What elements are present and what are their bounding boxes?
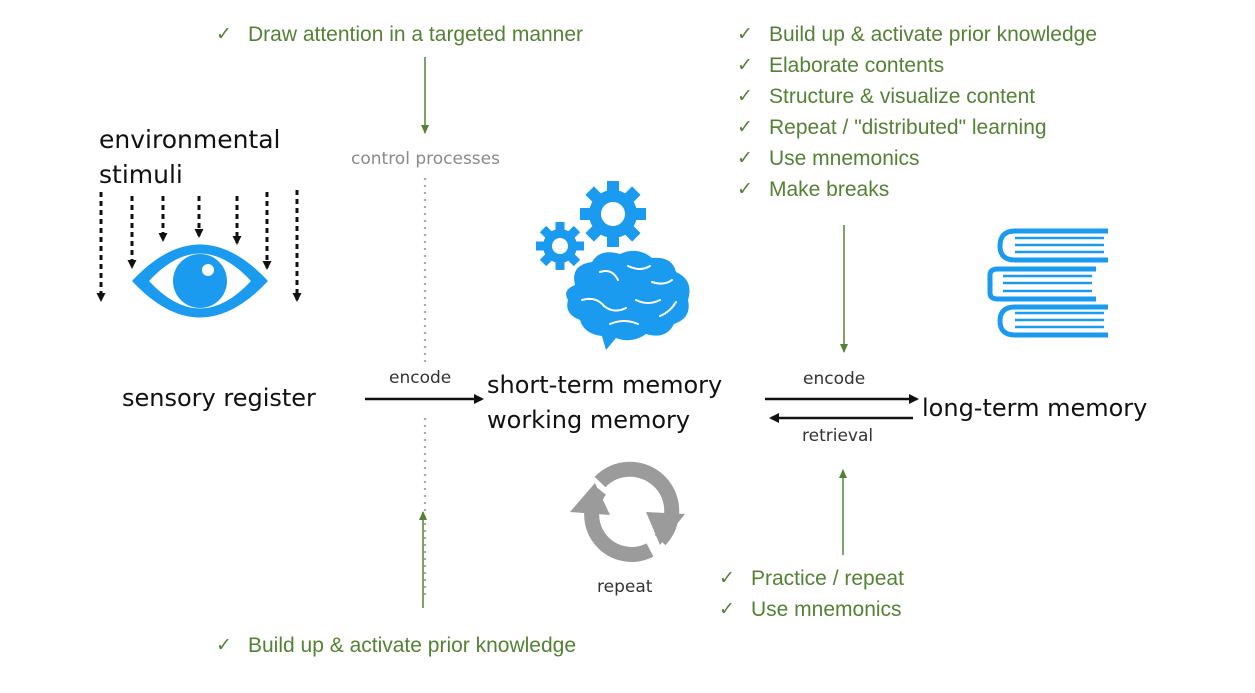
tip-item: ✓ Build up & activate prior knowledge <box>737 19 1097 50</box>
tip-item: ✓ Draw attention in a targeted manner <box>216 19 583 50</box>
control-processes-label: control processes <box>351 149 500 169</box>
retrieval-tips: ✓ Practice / repeat ✓ Use mnemonics <box>719 563 904 625</box>
repeat-label: repeat <box>597 577 653 597</box>
check-icon: ✓ <box>737 85 753 107</box>
check-icon: ✓ <box>719 567 735 589</box>
tip-text: Make breaks <box>769 178 890 201</box>
check-icon: ✓ <box>737 54 753 76</box>
stimuli-label-line2: stimuli <box>99 160 183 189</box>
books-icon <box>987 228 1108 338</box>
encoding-tips: ✓ Build up & activate prior knowledge ✓ El… <box>737 19 1097 205</box>
tip-item: ✓ Repeat / "distributed" learning <box>737 112 1097 143</box>
tip-text: Use mnemonics <box>769 147 920 170</box>
short-term-memory-line2: working memory <box>487 406 691 434</box>
check-icon: ✓ <box>737 116 753 138</box>
tip-text: Build up & activate prior knowledge <box>769 23 1098 46</box>
attention-tips: ✓ Draw attention in a targeted manner <box>216 19 583 50</box>
environmental-stimuli-label: environmental stimuli <box>99 122 280 192</box>
tip-text: Repeat / "distributed" learning <box>769 116 1047 139</box>
tip-item: ✓ Build up & activate prior knowledge <box>216 630 576 661</box>
tip-item: ✓ Elaborate contents <box>737 50 1097 81</box>
encode-label-2: encode <box>803 369 866 389</box>
check-icon: ✓ <box>216 634 232 656</box>
tip-item: ✓ Use mnemonics <box>719 594 904 625</box>
tip-text: Build up & activate prior knowledge <box>248 634 577 657</box>
tip-text: Practice / repeat <box>751 567 904 590</box>
encode-label-1: encode <box>389 368 452 388</box>
tip-item: ✓ Make breaks <box>737 174 1097 205</box>
tip-text: Draw attention in a targeted manner <box>248 23 584 46</box>
check-icon: ✓ <box>737 178 753 200</box>
short-term-memory-line1: short-term memory <box>487 371 723 399</box>
tip-item: ✓ Structure & visualize content <box>737 81 1097 112</box>
tip-item: ✓ Practice / repeat <box>719 563 904 594</box>
retrieval-label: retrieval <box>802 426 874 446</box>
tip-text: Structure & visualize content <box>769 85 1036 108</box>
tip-text: Elaborate contents <box>769 54 945 77</box>
prior-knowledge-tips: ✓ Build up & activate prior knowledge <box>216 630 576 661</box>
repeat-cycle-arrowheads <box>570 483 685 545</box>
check-icon: ✓ <box>719 598 735 620</box>
sensory-register-label: sensory register <box>122 384 316 412</box>
check-icon: ✓ <box>737 23 753 45</box>
short-term-memory-label: short-term memory working memory <box>487 368 722 438</box>
tip-item: ✓ Use mnemonics <box>737 143 1097 174</box>
stimuli-label-line1: environmental <box>99 125 281 154</box>
long-term-memory-label: long-term memory <box>922 394 1148 422</box>
stimuli-arrows <box>96 190 302 302</box>
check-icon: ✓ <box>216 23 232 45</box>
tip-text: Use mnemonics <box>751 598 902 621</box>
check-icon: ✓ <box>737 147 753 169</box>
eye-icon <box>132 244 268 318</box>
brain-gears-icon <box>536 181 690 350</box>
